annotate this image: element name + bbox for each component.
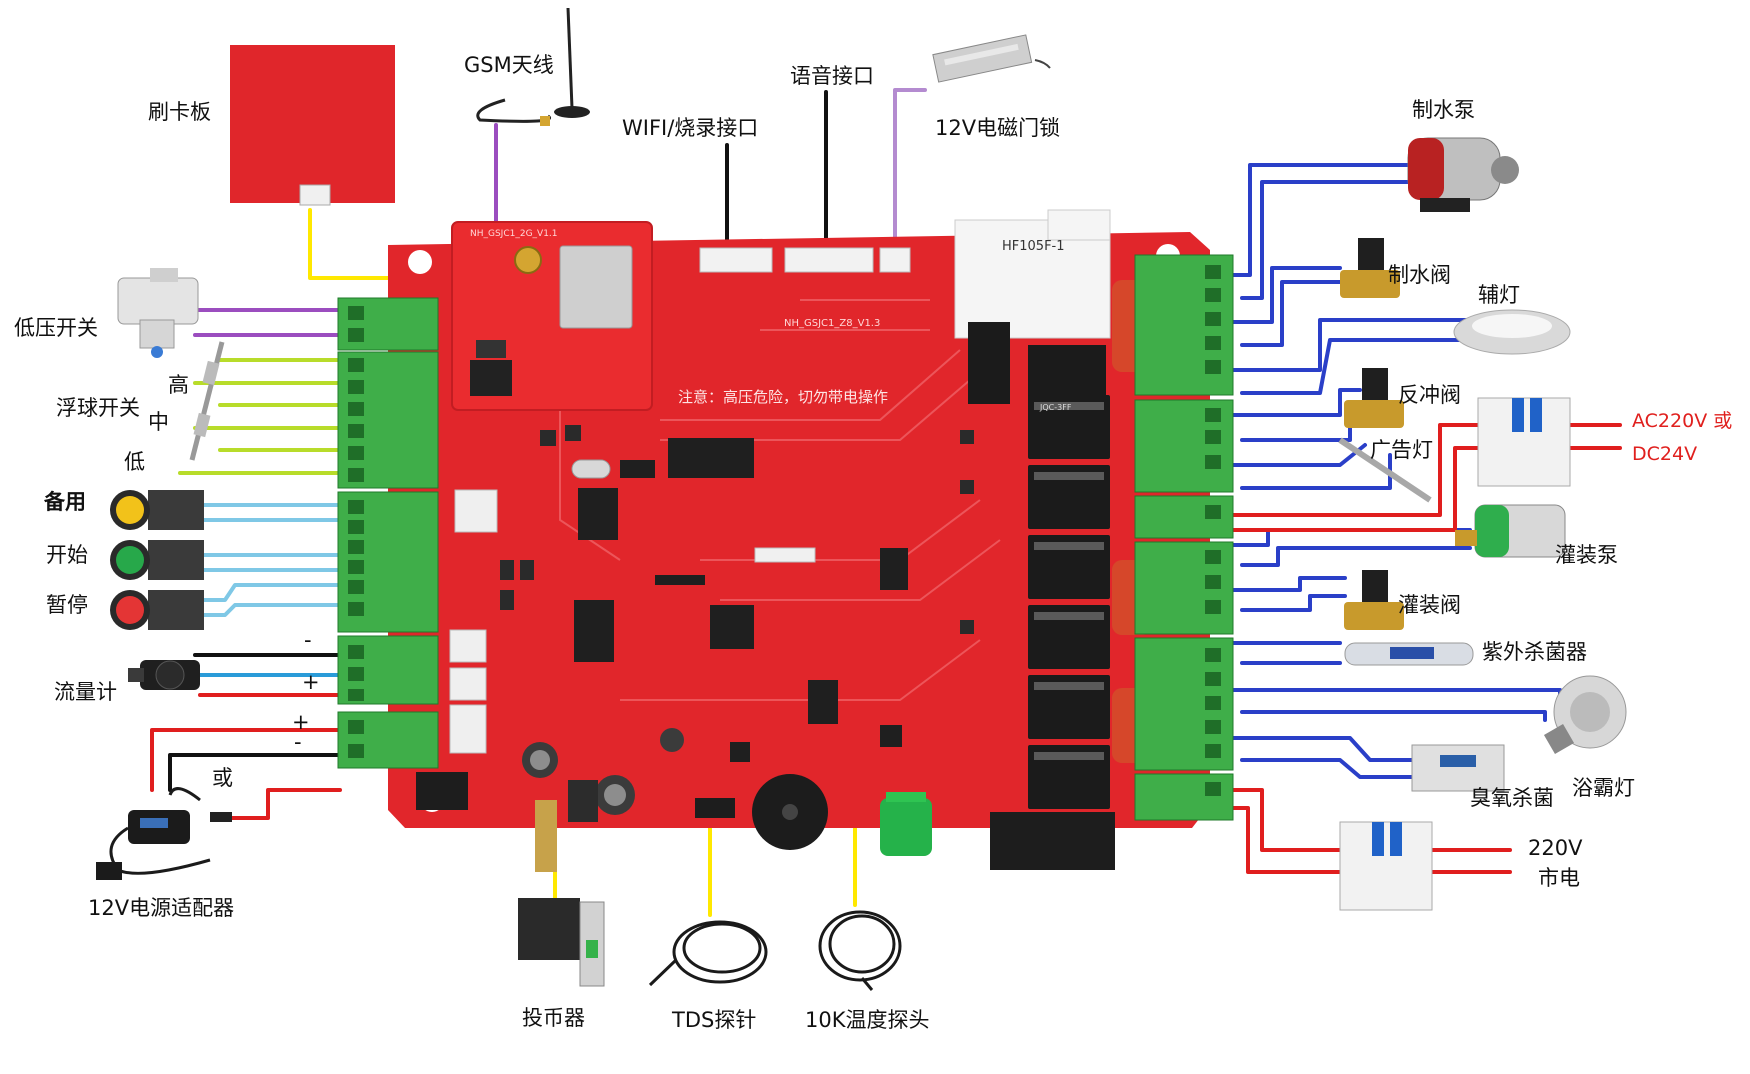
label-low-pressure: 低压开关: [14, 316, 98, 340]
label-backflush-valve: 反冲阀: [1398, 383, 1461, 407]
magnetic-lock-icon: [932, 34, 1051, 83]
label-spare: 备用: [44, 490, 86, 514]
label-door-lock: 12V电磁门锁: [935, 116, 1061, 140]
left-terminals: [337, 297, 439, 769]
board-warning: 注意：高压危险，切勿带电操作: [678, 388, 888, 406]
breaker-bottom-icon: [1339, 821, 1433, 911]
temp-probe-icon: [818, 910, 902, 991]
label-tds: TDS探针: [672, 1008, 757, 1032]
swipe-card-icon: [230, 45, 395, 206]
label-pump: 制水泵: [1412, 98, 1475, 122]
label-flow-minus: -: [304, 628, 312, 652]
label-pause: 暂停: [46, 593, 88, 617]
label-fill-pump: 灌装泵: [1555, 543, 1618, 567]
components: [96, 7, 1627, 991]
bath-lamp-icon: [1543, 675, 1627, 755]
label-or: 或: [212, 766, 233, 790]
water-pump-icon: [1407, 137, 1519, 212]
label-float-high: 高: [168, 373, 189, 397]
float-switch-icon: [189, 341, 225, 461]
wire-lock: [893, 88, 927, 247]
label-float-low: 低: [124, 450, 145, 474]
label-start: 开始: [46, 543, 88, 567]
label-make-valve: 制水阀: [1388, 263, 1451, 287]
flowmeter-icon: [128, 660, 200, 690]
fill-valve-icon: [1344, 570, 1404, 630]
label-ozone: 臭氧杀菌: [1470, 786, 1554, 810]
start-button-icon: [110, 540, 204, 580]
board-model-main: NH_GSJC1_Z8_V1.3: [784, 318, 880, 329]
ad-light-icon: [1338, 437, 1432, 503]
label-coin: 投币器: [522, 1006, 585, 1030]
label-power-plus: +: [292, 710, 310, 734]
breaker-top-icon: [1477, 397, 1571, 487]
control-board: NH_GSJC1_2G_V1.1 NH_GSJC1_Z8_V1.3 注意：高压危…: [337, 209, 1234, 872]
label-swipe-card: 刷卡板: [148, 100, 211, 124]
label-ac220-or: AC220V 或: [1632, 410, 1733, 432]
label-temp: 10K温度探头: [805, 1008, 930, 1032]
fill-pump-icon: [1455, 504, 1566, 558]
aux-light-icon: [1453, 309, 1571, 355]
label-ad-light: 广告灯: [1370, 438, 1433, 462]
label-220v: 220V: [1528, 836, 1583, 860]
label-float-switch: 浮球开关: [56, 396, 140, 420]
gsm-antenna-icon: [476, 7, 590, 126]
label-voice-port: 语音接口: [790, 64, 874, 88]
label-adapter: 12V电源适配器: [88, 896, 235, 920]
label-flowmeter: 流量计: [54, 680, 117, 704]
tds-probe-icon: [648, 920, 768, 987]
power-adapter-icon: [96, 787, 232, 880]
uv-sterilizer-icon: [1344, 642, 1474, 666]
relay-small-model: JQC-3FF: [1039, 403, 1072, 412]
low-pressure-switch-icon: [117, 268, 199, 358]
label-float-mid: 中: [148, 410, 169, 434]
spare-button-icon: [110, 490, 204, 530]
label-flow-plus: +: [302, 670, 320, 694]
label-power-minus: -: [294, 730, 302, 754]
coin-acceptor-icon: [518, 898, 605, 987]
label-bath-lamp: 浴霸灯: [1572, 776, 1635, 800]
label-gsm-antenna: GSM天线: [464, 53, 554, 77]
label-wifi-port: WIFI/烧录接口: [622, 116, 759, 140]
label-aux-light: 辅灯: [1478, 283, 1520, 307]
backflush-valve-icon: [1344, 368, 1404, 428]
make-water-valve-icon: [1340, 238, 1400, 298]
label-fill-valve: 灌装阀: [1398, 593, 1461, 617]
relay-big-model: HF105F-1: [1002, 239, 1065, 254]
label-uv: 紫外杀菌器: [1482, 640, 1587, 664]
label-mains: 市电: [1538, 866, 1580, 890]
right-terminals: [1134, 254, 1234, 821]
pause-button-icon: [110, 590, 204, 630]
board-model-top: NH_GSJC1_2G_V1.1: [470, 229, 558, 239]
ozone-icon: [1411, 744, 1505, 792]
label-dc24: DC24V: [1632, 443, 1698, 465]
